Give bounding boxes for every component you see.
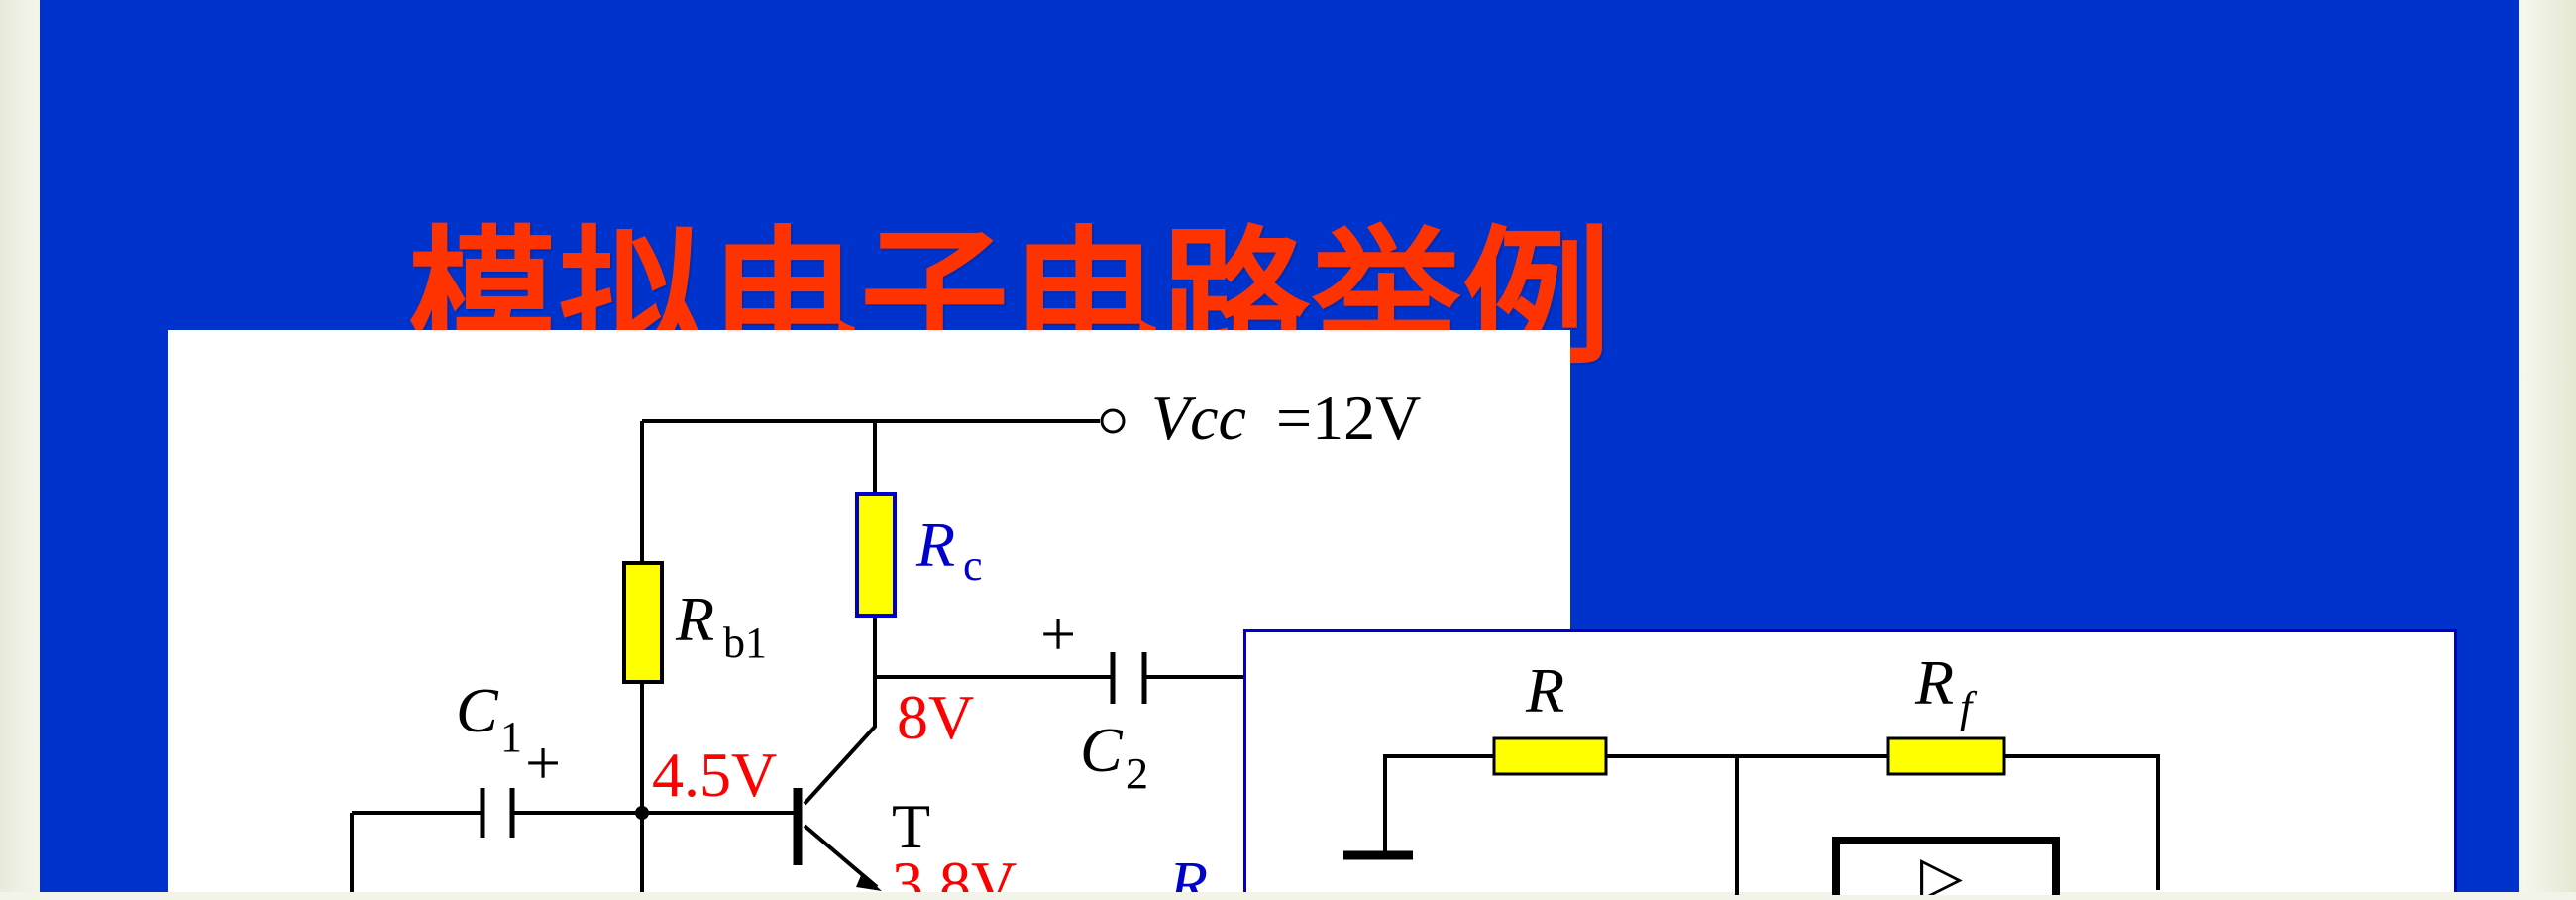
c2-plus-sign: + [1040, 599, 1076, 669]
opamp-circuit-svg: ▷ R R f [1343, 647, 2160, 900]
opamp-box [1832, 837, 2060, 900]
c2-capacitor [1110, 652, 1147, 704]
emitter-voltage: 3.8V [892, 848, 1017, 892]
r-resistor [1492, 736, 1608, 776]
r-label: R [1525, 655, 1564, 726]
emitter-arrow-icon [856, 873, 882, 891]
collector-lead [803, 677, 877, 806]
opamp-circuit-diagram: ▷ R R f [1243, 629, 2457, 900]
vcc-value: =12V [1276, 383, 1421, 453]
c2-label: C [1080, 715, 1124, 785]
opamp-feedback-wire [1383, 754, 2160, 890]
vcc-terminal-icon [1100, 408, 1126, 434]
junction-dot [635, 806, 649, 820]
transistor-label: T [892, 791, 930, 861]
rb1-subscript: b1 [723, 619, 767, 667]
base-wire [350, 811, 798, 892]
c2-subscript: 2 [1127, 749, 1148, 798]
rc-label: R [915, 509, 955, 580]
rb1-resistor [622, 561, 664, 684]
rf-label: R [1914, 647, 1954, 718]
transistor-amplifier-svg: Vcc =12V R c R b1 C 1 + + C 2 8V 4.5V 3.… [350, 383, 1421, 900]
c1-plus-sign: + [525, 728, 561, 798]
rf-subscript: f [1960, 683, 1978, 731]
slide: 模拟电子电路举例 [40, 0, 2519, 900]
opamp-triangle-icon: ▷ [1920, 846, 1963, 895]
base-voltage: 4.5V [652, 739, 777, 810]
c1-capacitor [480, 788, 515, 838]
rf-resistor [1886, 736, 2006, 776]
rc-resistor [855, 492, 897, 618]
rb1-label: R [675, 584, 714, 654]
c1-label: C [456, 675, 499, 745]
rc-subscript: c [963, 541, 983, 590]
partial-resistor-label: R [1168, 848, 1208, 892]
c1-subscript: 1 [500, 713, 522, 761]
vcc-label: Vcc [1151, 383, 1246, 453]
collector-voltage: 8V [897, 682, 974, 752]
background-decoration-right [2522, 0, 2576, 892]
